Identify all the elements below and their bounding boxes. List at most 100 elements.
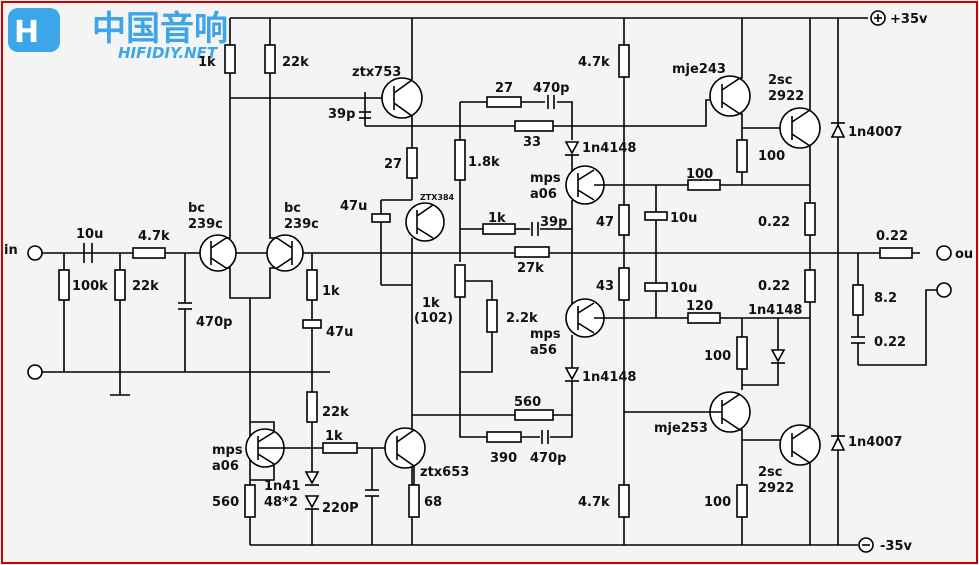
label-r-1k-top: 1k [198, 55, 216, 70]
label-c-47u-fb: 47u [326, 325, 353, 340]
label-bc239c-1-b: 239c [188, 217, 223, 232]
resistor-27k [514, 246, 550, 258]
label-c-470p-in: 470p [196, 315, 232, 330]
resistor-22k-top [264, 44, 276, 74]
resistor-0-22-bot [804, 269, 816, 303]
label-c-10u-top: 10u [670, 211, 697, 226]
label-mps-a56-2: a56 [530, 343, 557, 358]
resistor-560-bot [244, 484, 256, 518]
resistor-0-22-top [804, 202, 816, 236]
label-mje253: mje253 [654, 421, 708, 436]
label-r-47: 47 [596, 215, 614, 230]
label-pot-1k-b: (102) [414, 311, 453, 326]
capacitor-0-22 [851, 315, 865, 365]
label-ztx753: ztx753 [352, 65, 401, 80]
label-r-100-top: 100 [758, 149, 785, 164]
label-r-560-bot: 560 [212, 495, 239, 510]
resistor-27 [406, 147, 418, 179]
label-r-1k-tail: 1k [322, 284, 340, 299]
resistor-1k-top [224, 44, 236, 74]
resistor-1k-bot [322, 442, 358, 454]
label-r-4-7k-top: 4.7k [578, 55, 610, 70]
label-r-390: 390 [490, 451, 517, 466]
label-d-1n4007-top: 1n4007 [848, 125, 902, 140]
capacitor-47u-fb [302, 319, 322, 329]
label-d-1n4007-bot: 1n4007 [848, 435, 902, 450]
label-2sc2922-bot-1: 2sc [758, 465, 783, 480]
hifidiy-logo: H 中国音响 HIFIDIY.NET [8, 8, 228, 62]
label-pot-1k-a: 1k [422, 296, 440, 311]
resistor-47 [618, 204, 630, 236]
resistor-27-b [486, 96, 522, 108]
capacitor-10u-bot [644, 253, 668, 318]
label-c-220p: 220P [322, 501, 359, 516]
transistor-ztx384 [405, 202, 445, 242]
resistor-1k-tail [306, 269, 318, 301]
label-r-22k-top: 22k [282, 55, 309, 70]
label-d-1n41-2: 48*2 [264, 495, 298, 510]
label-c-0-22: 0.22 [874, 335, 906, 350]
label-r-100-mid2: 100 [704, 349, 731, 364]
label-mps-a06-bot-1: mps [212, 443, 243, 458]
label-r-1k-mid: 1k [488, 211, 506, 226]
label-r-22k-in: 22k [132, 279, 159, 294]
logo-mark-icon [8, 8, 60, 52]
resistor-2-2k [486, 299, 498, 333]
output-ground-terminal [936, 282, 952, 298]
label-d-1n41-1: 1n41 [264, 479, 300, 494]
label-mps-a06-top-2: a06 [530, 187, 557, 202]
diode-1n4007-top [830, 122, 846, 138]
resistor-4-7k-bot [618, 484, 630, 518]
resistor-8-2 [852, 284, 864, 316]
label-r-100-mid: 100 [686, 167, 713, 182]
label-r-0-22-out: 0.22 [876, 229, 908, 244]
label-ztx653: ztx653 [420, 465, 469, 480]
label-mps-a06-top-1: mps [530, 171, 561, 186]
resistor-43 [618, 267, 630, 301]
resistor-4-7k-top [618, 44, 630, 78]
label-r-4-7k-bot: 4.7k [578, 495, 610, 510]
capacitor-10u-in [83, 243, 93, 263]
capacitor-10u-top [644, 185, 668, 253]
transistor-ztx653 [384, 427, 426, 469]
label-mps-a06-bot-2: a06 [212, 459, 239, 474]
capacitor-470p-top [547, 95, 555, 109]
capacitor-39p [359, 92, 371, 126]
label-c-10u-in: 10u [76, 227, 103, 242]
label-bc239c-1-a: bc [188, 201, 205, 216]
resistor-390 [486, 431, 522, 443]
label-r-4-7k-in: 4.7k [138, 229, 170, 244]
label-2sc2922-top-1: 2sc [768, 73, 793, 88]
capacitor-47u-top [371, 200, 391, 285]
transistor-mje243 [709, 75, 751, 117]
label-r-27-b: 27 [495, 81, 513, 96]
label-r-0-22-bot: 0.22 [758, 279, 790, 294]
capacitor-220p [365, 448, 379, 545]
transistor-2sc2922-bot [779, 424, 821, 466]
resistor-100k [58, 269, 70, 301]
capacitor-470p-in [178, 253, 192, 372]
resistor-33 [514, 120, 554, 132]
logo-site-text: HIFIDIY.NET [118, 44, 219, 62]
label-d-1n4148-mid: 1n4148 [748, 303, 802, 318]
transistor-ztx753 [381, 77, 423, 119]
neg-rail-terminal [858, 537, 874, 553]
output-label: ou [955, 247, 973, 262]
label-2sc2922-top-2: 2922 [768, 89, 804, 104]
label-r-22k-fb: 22k [322, 405, 349, 420]
label-ztx384: ZTX384 [420, 193, 455, 202]
label-r-120: 120 [686, 299, 713, 314]
capacitor-470p-bot [541, 430, 549, 444]
label-r-43: 43 [596, 279, 614, 294]
transistor-mps-a56 [565, 298, 605, 338]
logo-chinese-text: 中国音响 [92, 9, 228, 49]
output-terminal [936, 245, 952, 261]
neg-rail-label: -35v [880, 539, 912, 554]
resistor-100-mid2 [736, 336, 748, 370]
label-r-0-22-top: 0.22 [758, 215, 790, 230]
resistor-100-top [736, 139, 748, 173]
resistor-100-bot [736, 484, 748, 518]
label-r-1-8k: 1.8k [468, 155, 500, 170]
transistor-mps-a06-top [565, 165, 605, 205]
